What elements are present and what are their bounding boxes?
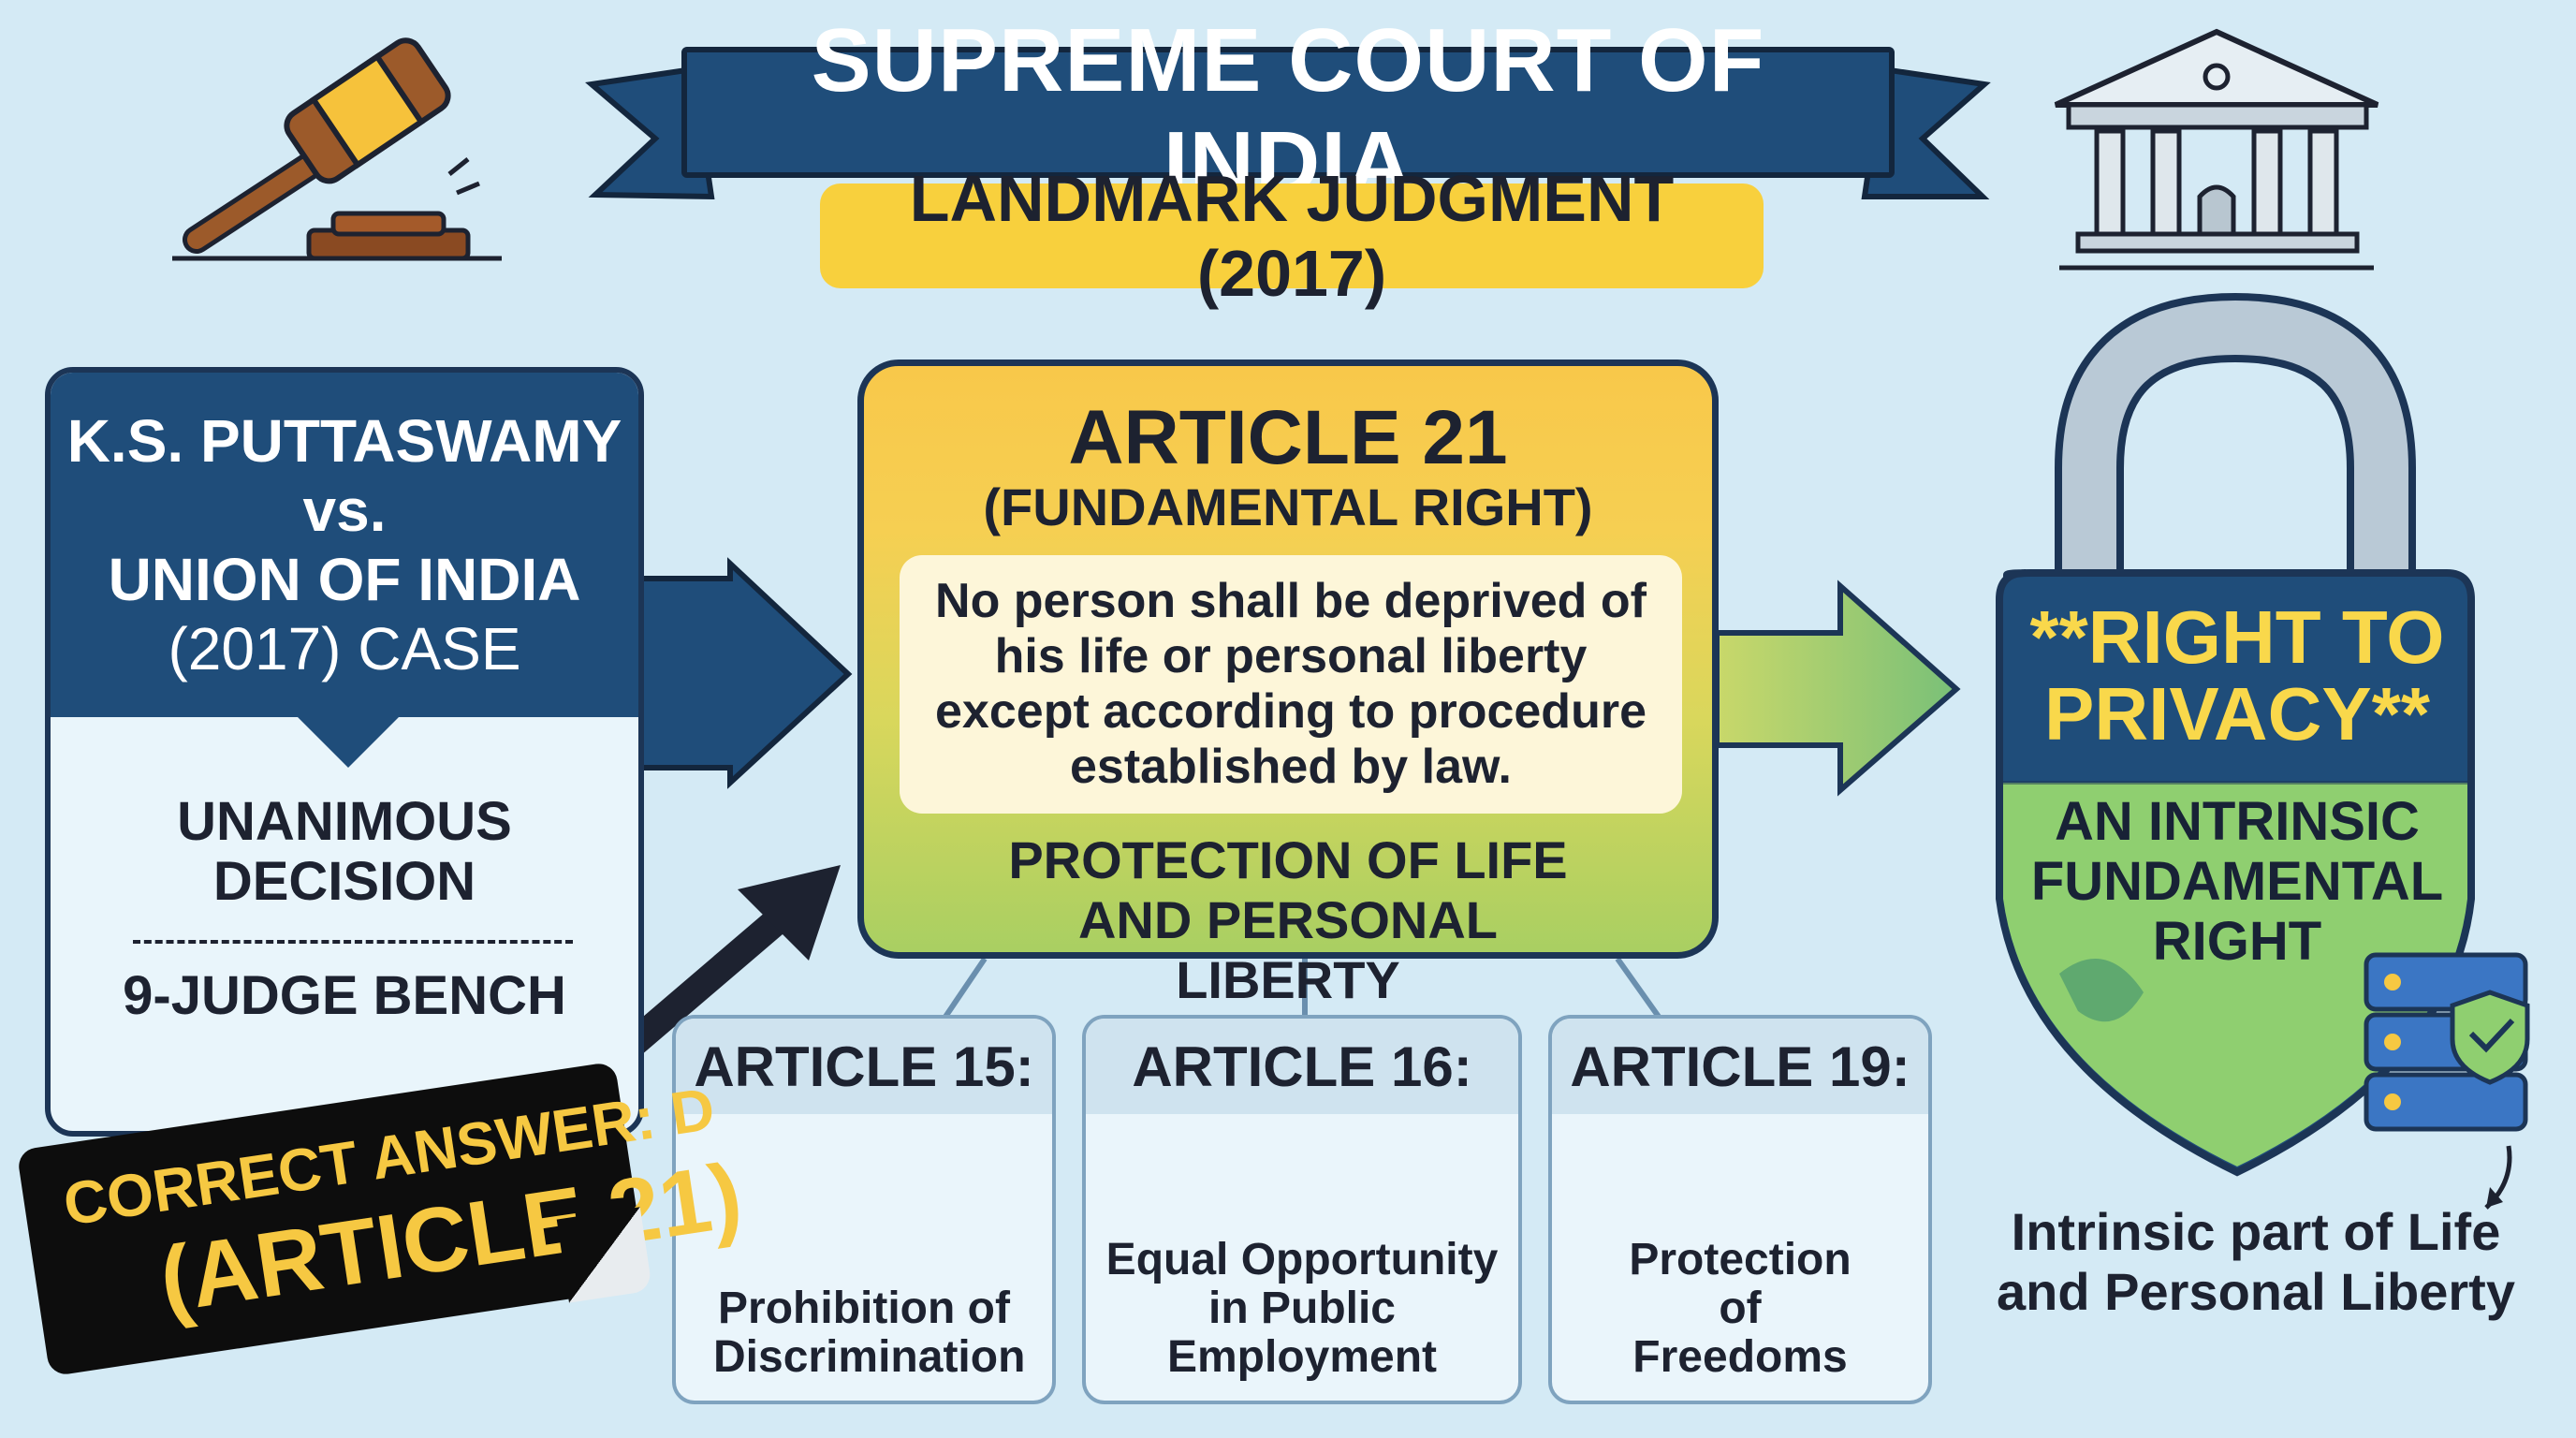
privacy-subtitle: AN INTRINSIC FUNDAMENTAL RIGHT	[2030, 791, 2444, 972]
privacy-lock-icon	[1996, 292, 2475, 1177]
case-decision: UNANIMOUS DECISION	[177, 791, 512, 912]
case-divider	[133, 940, 573, 944]
article19-caption: Protection of Freedoms	[1629, 1235, 1852, 1382]
case-header: K.S. PUTTASWAMY vs. UNION OF INDIA (2017…	[51, 373, 638, 717]
article15-card: ARTICLE 15: Prohibition of Discriminatio…	[672, 1015, 1056, 1404]
article19-title: ARTICLE 19:	[1552, 1019, 1928, 1114]
article21-quote: No person shall be deprived of his life …	[900, 555, 1682, 814]
privacy-caption: Intrinsic part of Life and Personal Libe…	[1997, 1202, 2515, 1321]
privacy-title: **RIGHT TO PRIVACY**	[2029, 595, 2445, 756]
article15-caption: Prohibition of Discrimination	[713, 1284, 1026, 1382]
case-line-year: (2017) CASE	[168, 615, 521, 682]
case-header-notch	[298, 717, 399, 768]
article16-card: ARTICLE 16: Equal Opportunity in Public …	[1082, 1015, 1522, 1404]
flow-arrow-case-to-article21	[634, 557, 853, 789]
article-connectors	[943, 957, 1661, 1019]
article21-title: ARTICLE 21	[1068, 395, 1508, 480]
secure-server-icon	[2364, 952, 2530, 1132]
page-subtitle: LANDMARK JUDGMENT (2017)	[820, 162, 1764, 310]
case-box: K.S. PUTTASWAMY vs. UNION OF INDIA (2017…	[45, 367, 644, 1137]
article21-box: ARTICLE 21 (FUNDAMENTAL RIGHT) No person…	[857, 360, 1719, 1009]
article16-caption: Equal Opportunity in Public Employment	[1105, 1235, 1499, 1382]
case-line-petitioner: K.S. PUTTASWAMY	[66, 407, 622, 475]
gavel-icon	[172, 37, 502, 261]
court-building-icon	[2054, 28, 2379, 271]
case-line-respondent: UNION OF INDIA	[108, 546, 581, 613]
article19-card: ARTICLE 19: Protection of Freedoms	[1548, 1015, 1932, 1404]
article21-footer: PROTECTION OF LIFE AND PERSONAL LIBERTY	[1008, 830, 1568, 1009]
article15-title: ARTICLE 15:	[676, 1019, 1052, 1114]
sticker-peel-corner	[556, 1207, 653, 1303]
page-title: SUPREME COURT OF INDIA	[681, 10, 1895, 213]
article16-title: ARTICLE 16:	[1086, 1019, 1518, 1114]
flow-arrow-article21-to-privacy	[1714, 580, 1961, 797]
case-line-versus: vs.	[302, 477, 387, 544]
case-bench: 9-JUDGE BENCH	[123, 965, 566, 1026]
article21-subtitle: (FUNDAMENTAL RIGHT)	[983, 477, 1593, 536]
